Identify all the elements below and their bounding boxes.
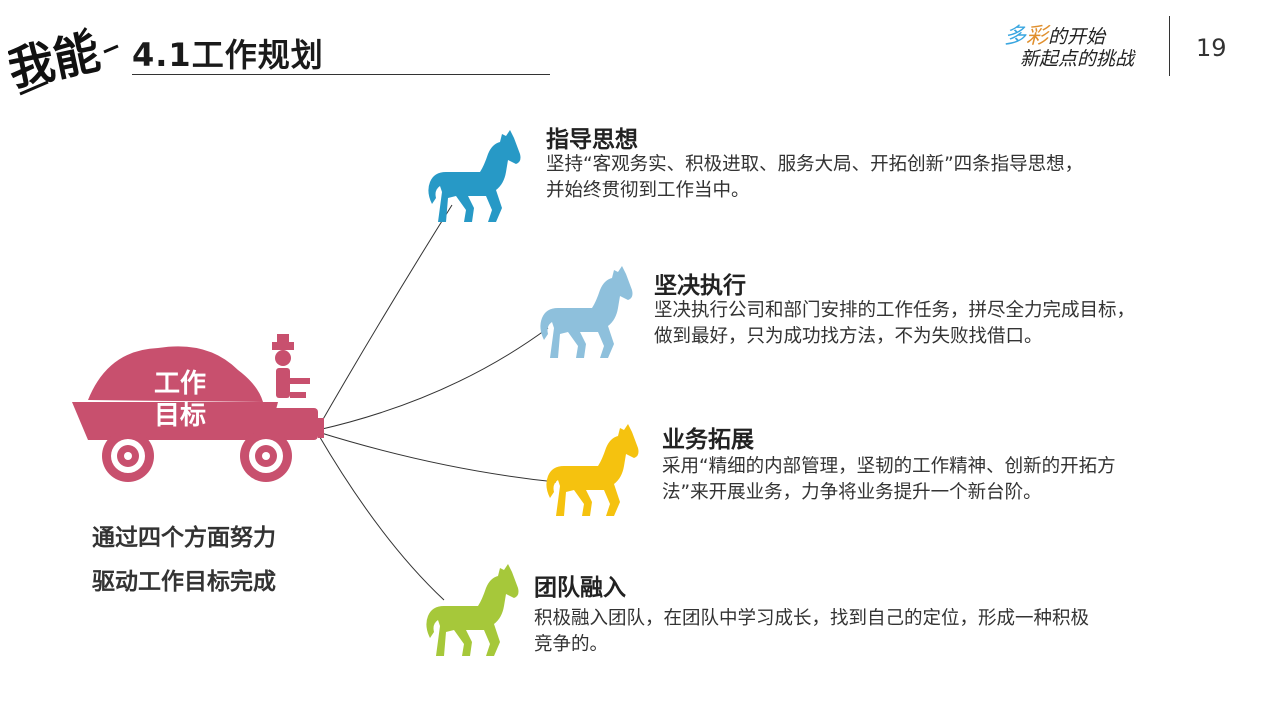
goal-label-line-2: 目标 bbox=[153, 401, 206, 431]
page-title: 4.1工作规划 bbox=[132, 36, 324, 74]
item-desc-business-expansion: 采用“精细的内部管理，坚韧的工作精神、创新的开拓方 法”来开展业务，力争将业务提… bbox=[662, 454, 1281, 506]
brush-logo-graphic: 我能 bbox=[3, 24, 119, 96]
item-desc-line: 并始终贯彻到工作当中。 bbox=[546, 180, 750, 201]
horse-icon-green bbox=[424, 560, 524, 660]
logo-char: 我能 bbox=[8, 24, 105, 96]
goal-label-line-1: 工作 bbox=[153, 369, 206, 399]
item-desc-line: 法”来开展业务，力争将业务提升一个新台阶。 bbox=[662, 482, 1042, 503]
item-desc-execution: 坚决执行公司和部门安排的工作任务，拼尽全力完成目标， 做到最好，只为成功找方法，… bbox=[654, 298, 1281, 350]
item-desc-line: 做到最好，只为成功找方法，不为失败找借口。 bbox=[654, 326, 1043, 347]
item-title-guiding-thought: 指导思想 bbox=[546, 127, 638, 153]
title-underline bbox=[132, 74, 550, 75]
item-desc-line: 积极融入团队，在团队中学习成长，找到自己的定位，形成一种积极 bbox=[534, 608, 1090, 629]
connector-3 bbox=[317, 431, 557, 483]
horse-icon-light-blue bbox=[538, 262, 638, 362]
slogan-char-orange: 彩 bbox=[1026, 24, 1049, 49]
item-desc-team-integration: 积极融入团队，在团队中学习成长，找到自己的定位，形成一种积极 竞争的。 bbox=[534, 606, 1194, 658]
item-title-execution: 坚决执行 bbox=[654, 273, 746, 299]
horse-icon-blue bbox=[426, 126, 526, 226]
slogan-line-1: 多彩的开始 bbox=[1004, 18, 1105, 50]
brand-logo: 我能 bbox=[3, 22, 128, 102]
caption-line-2: 驱动工作目标完成 bbox=[92, 569, 276, 595]
caption-line-1: 通过四个方面努力 bbox=[92, 525, 276, 551]
truck-illustration bbox=[68, 330, 328, 490]
truck-icon bbox=[72, 334, 324, 482]
header-divider bbox=[1169, 16, 1170, 76]
page-number: 19 bbox=[1196, 34, 1227, 62]
item-desc-guiding-thought: 坚持“客观务实、积极进取、服务大局、开拓创新”四条指导思想， 并始终贯彻到工作当… bbox=[546, 152, 1206, 204]
goal-label: 工作 目标 bbox=[140, 368, 220, 432]
slogan-line-2: 新起点的挑战 bbox=[1020, 48, 1135, 70]
item-desc-line: 坚持“客观务实、积极进取、服务大局、开拓创新”四条指导思想， bbox=[546, 154, 1084, 175]
slogan-line-1-rest: 的开始 bbox=[1048, 26, 1106, 48]
slogan-char-blue: 多 bbox=[1004, 24, 1027, 49]
horse-icon-yellow bbox=[544, 420, 644, 520]
item-desc-line: 竞争的。 bbox=[534, 634, 609, 655]
connector-1 bbox=[317, 204, 453, 429]
item-desc-line: 采用“精细的内部管理，坚韧的工作精神、创新的开拓方 bbox=[662, 456, 1116, 477]
item-desc-line: 坚决执行公司和部门安排的工作任务，拼尽全力完成目标， bbox=[654, 300, 1136, 321]
slogan: 多彩的开始 新起点的挑战 bbox=[1000, 16, 1160, 76]
item-title-business-expansion: 业务拓展 bbox=[662, 427, 754, 453]
item-title-team-integration: 团队融入 bbox=[534, 575, 626, 601]
connector-2 bbox=[317, 327, 549, 431]
